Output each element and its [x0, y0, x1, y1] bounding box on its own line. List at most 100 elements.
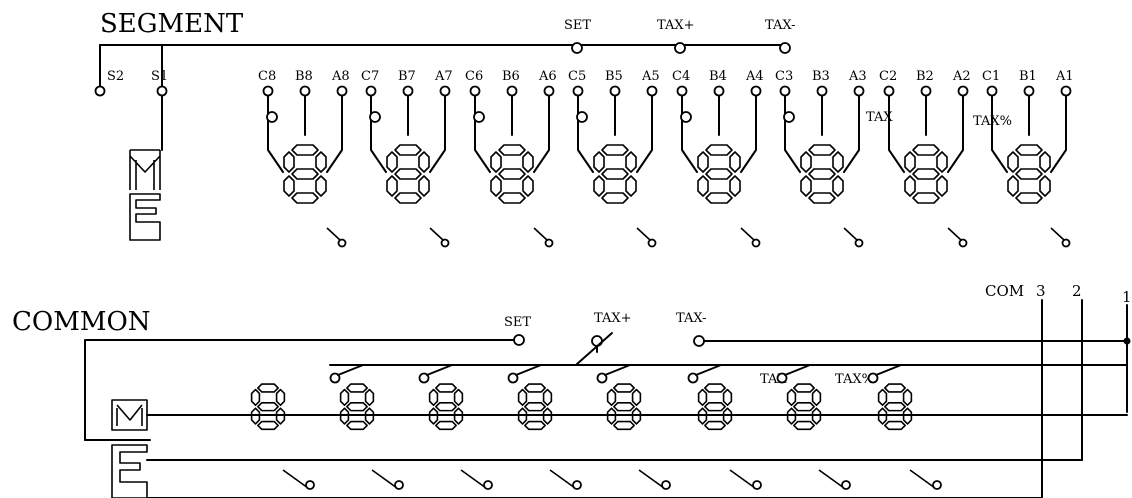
digit-segment [1039, 175, 1051, 197]
segment-digit-glyph [593, 144, 637, 204]
segment-pin-label: C6 [465, 69, 483, 84]
digit-segment [346, 402, 368, 412]
segment-dp-lead [326, 227, 341, 241]
digit-segment [884, 383, 906, 393]
digit-segment [522, 151, 534, 173]
segment-lead-c [370, 95, 387, 173]
segment-pin-terminal [336, 85, 348, 97]
common-dp-lead [818, 469, 845, 489]
digit-segment [808, 192, 836, 204]
selector-label-s1: S1 [151, 69, 168, 84]
segment-pin-terminal [883, 85, 895, 97]
common-bus-label-taxminus: TAX- [676, 311, 707, 326]
common-switch-arm [515, 364, 542, 376]
digit-segment [315, 151, 327, 173]
digit-segment [498, 168, 526, 180]
digit-segment [877, 407, 888, 425]
digit-segment [428, 388, 439, 406]
common-switch-arm [695, 364, 722, 376]
digit-segment [800, 175, 812, 197]
segment-annunciator-tax: TAX [866, 110, 893, 125]
common-switch-arm [784, 364, 811, 376]
set-loop-wire [84, 339, 514, 441]
digit-segment [1015, 144, 1043, 156]
segment-digit-6 [473, 95, 554, 248]
segment-digit-glyph [386, 144, 430, 204]
segment-pin-terminal [676, 85, 688, 97]
segment-pin-label: B4 [709, 69, 727, 84]
digit-segment [1007, 151, 1019, 173]
digit-segment [722, 407, 733, 425]
segment-annunciator-terminal [576, 111, 588, 123]
segment-pin-terminal [853, 85, 865, 97]
common-annunciator-terminal [867, 372, 879, 384]
segment-pin-terminal [402, 85, 414, 97]
segment-lead-c [784, 95, 801, 173]
digit-segment [364, 388, 375, 406]
segment-set-terminal [571, 42, 583, 54]
common-annunciator-taxpercent: TAX% [835, 372, 874, 387]
digit-segment [291, 168, 319, 180]
common-dp-terminal [305, 480, 315, 490]
digit-segment [705, 144, 733, 156]
digit-segment [435, 383, 457, 393]
common-label-com: COM [985, 282, 1024, 300]
segment-pin-terminal [957, 85, 969, 97]
segment-pin-label: C1 [982, 69, 1000, 84]
segment-dp-lead [740, 227, 755, 241]
digit-segment [517, 388, 528, 406]
common-label-2: 2 [1072, 282, 1082, 300]
digit-segment [613, 383, 635, 393]
segment-annunciator-terminal [783, 111, 795, 123]
common-switch-arm [426, 364, 453, 376]
segment-lead-c [681, 95, 698, 173]
segment-dp-lead [636, 227, 651, 241]
digit-segment [601, 192, 629, 204]
digit-segment [291, 192, 319, 204]
common-dp-terminal [841, 480, 851, 490]
segment-dp-terminal [337, 238, 347, 248]
digit-segment [697, 175, 709, 197]
digit-segment [1015, 168, 1043, 180]
digit-segment [912, 168, 940, 180]
common-switch-arm [604, 364, 631, 376]
digit-segment [542, 388, 553, 406]
digit-segment [800, 151, 812, 173]
digit-segment [912, 144, 940, 156]
selector-label-s2: S2 [107, 69, 124, 84]
digit-segment [490, 151, 502, 173]
common-digit-group [250, 383, 942, 490]
segment-pin-terminal [920, 85, 932, 97]
segment-pin-label: C8 [258, 69, 276, 84]
segment-pin-label: C3 [775, 69, 793, 84]
digit-segment [339, 388, 350, 406]
s2-terminal [94, 85, 106, 97]
segment-annunciator-terminal [680, 111, 692, 123]
segment-digit-3 [783, 95, 864, 248]
common-dp-lead [909, 469, 936, 489]
segment-digit-7 [369, 95, 450, 248]
digit-segment [524, 383, 546, 393]
segment-annunciator-taxpercent: TAX% [973, 114, 1012, 129]
common-switch-arm [875, 364, 902, 376]
segment-annunciator-terminal [369, 111, 381, 123]
common-dp-terminal [483, 480, 493, 490]
common-taxminus-terminal [693, 335, 705, 347]
segment-dp-terminal [1061, 238, 1071, 248]
common-switch-group [329, 364, 902, 384]
common-annunciator-terminal [596, 372, 608, 384]
segment-pin-label: A1 [1055, 69, 1074, 84]
segment-lead-a [1050, 95, 1067, 173]
digit-segment [435, 402, 457, 412]
digit-segment [593, 175, 605, 197]
digit-segment [453, 388, 464, 406]
digit-segment [936, 151, 948, 173]
digit-segment [283, 175, 295, 197]
digit-segment [902, 388, 913, 406]
segment-digit-4 [680, 95, 761, 248]
common-digit-3 [697, 383, 733, 431]
digit-segment [386, 175, 398, 197]
segment-pin-label: A5 [641, 69, 660, 84]
common-digit-1 [877, 383, 913, 431]
common-digit-6 [428, 383, 464, 431]
